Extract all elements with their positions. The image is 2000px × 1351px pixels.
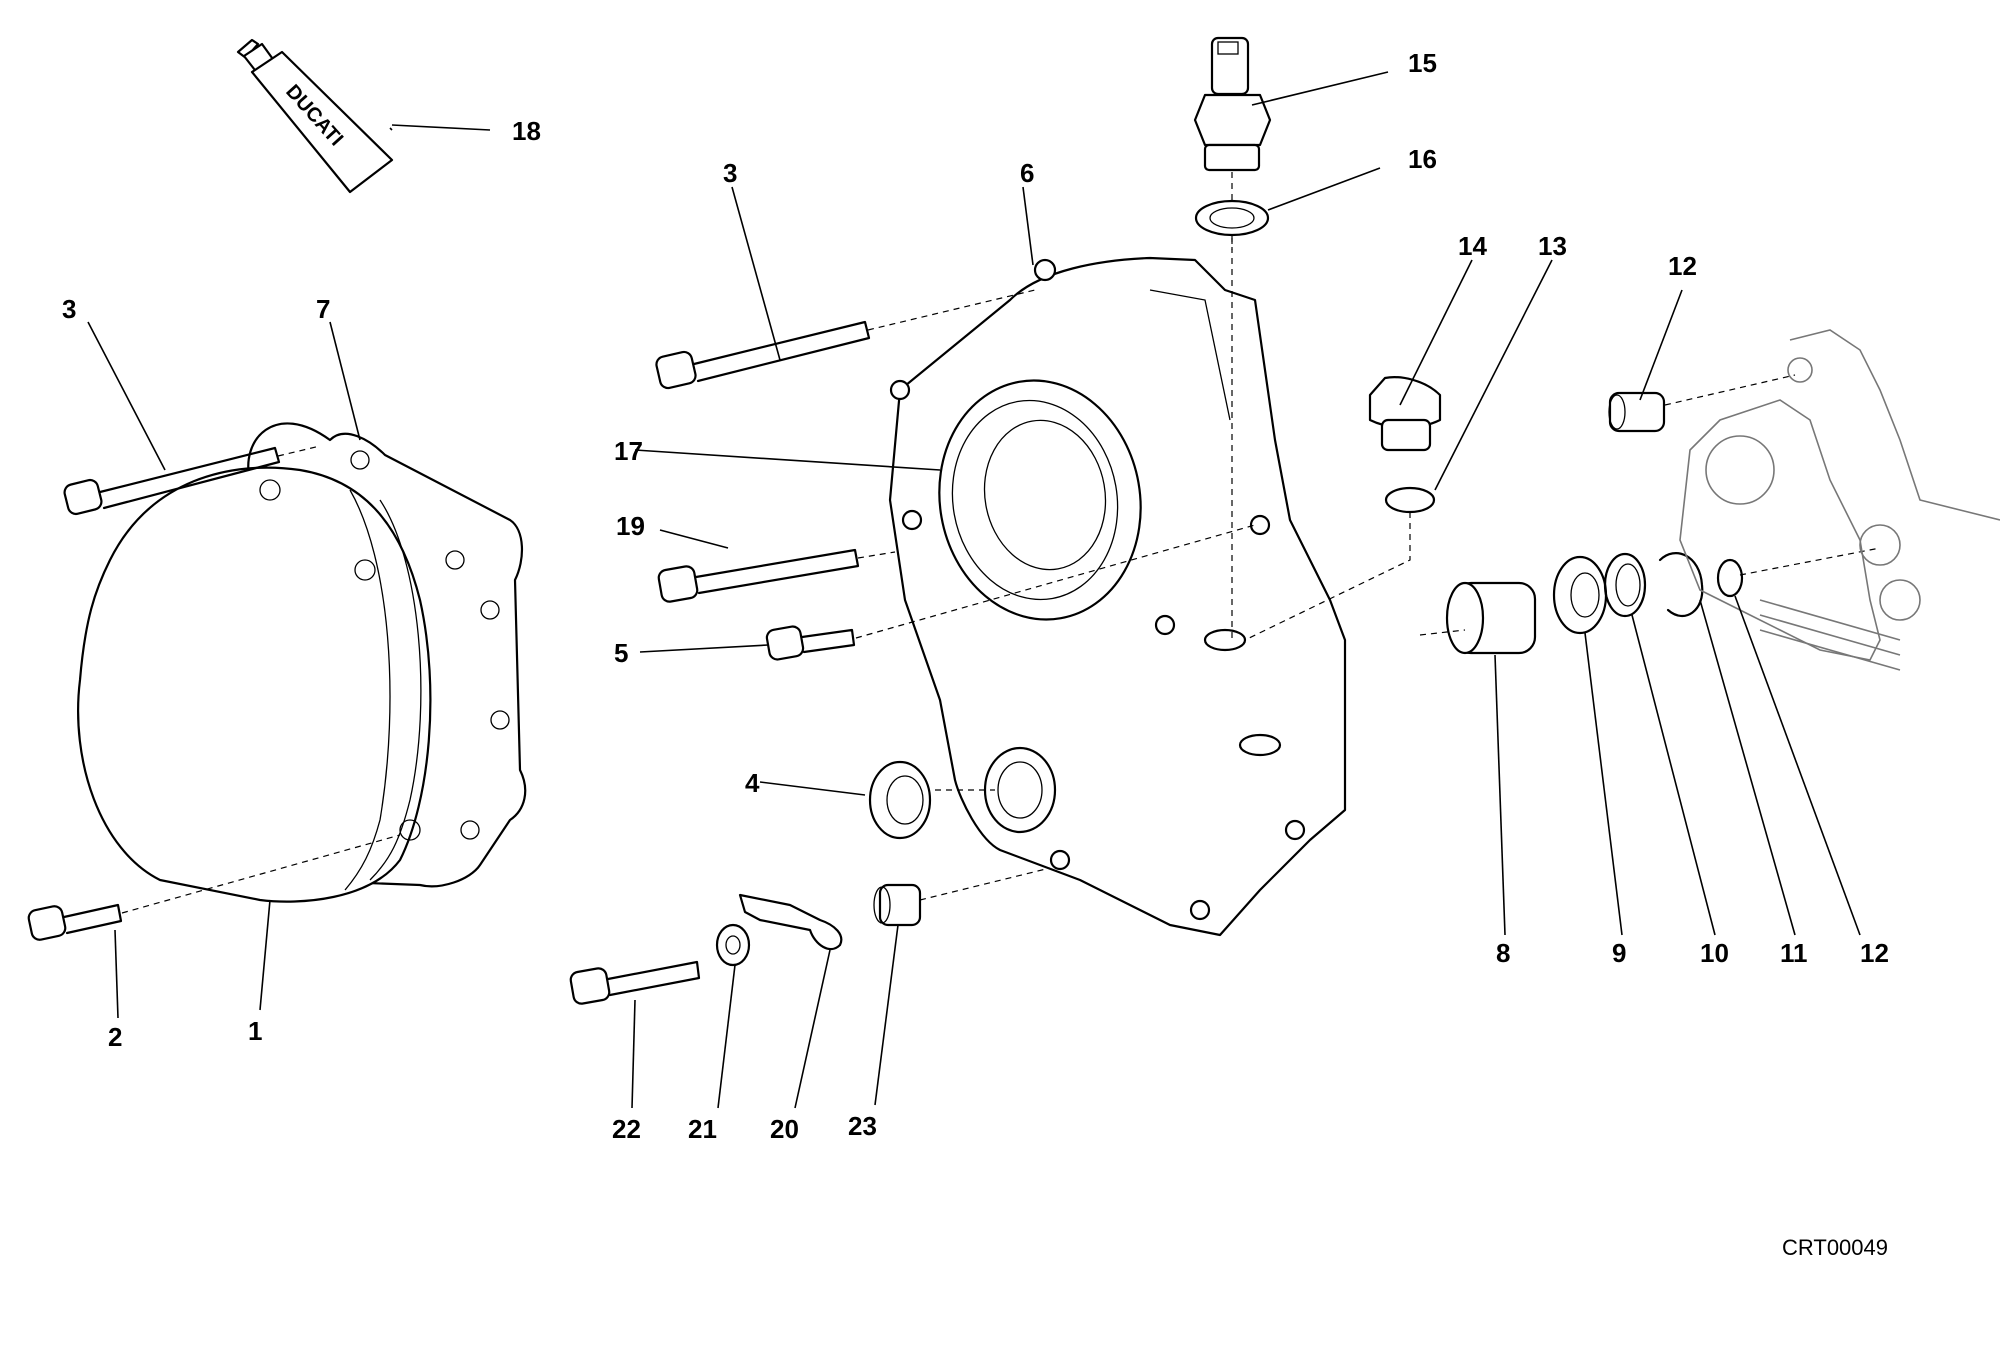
dowel-13	[1608, 374, 1796, 433]
o-ring-14	[1244, 486, 1436, 641]
callout-14: 13	[1538, 231, 1567, 261]
engine-case-outline	[1679, 329, 2000, 671]
clutch-casing	[888, 256, 1347, 937]
leader-lines	[87, 71, 1861, 1109]
callout-15: 14	[1458, 231, 1487, 261]
ring-10	[1603, 552, 1647, 618]
callout-22: 21	[688, 1114, 717, 1144]
callout-4: 4	[745, 768, 760, 798]
washer-22	[715, 923, 751, 967]
callout-21: 20	[770, 1114, 799, 1144]
drawing-code: CRT00049	[1782, 1235, 1888, 1260]
bolt-center-long	[655, 289, 1036, 390]
callout-labels: 18 15 16 14 13 12 3 6 17 19 5 4 3 7 2 1 …	[62, 48, 1889, 1144]
callout-5: 5	[614, 638, 628, 668]
oil-seal	[868, 760, 995, 840]
spring-clip-21	[738, 893, 843, 951]
callout-7: 7	[316, 294, 330, 324]
callout-3-left: 3	[62, 294, 76, 324]
callout-9: 9	[1612, 938, 1626, 968]
callout-6: 6	[1020, 158, 1034, 188]
callout-3-center: 3	[723, 158, 737, 188]
bolt-5	[765, 524, 1256, 661]
circlip-11	[1658, 552, 1704, 617]
o-ring-12	[1716, 547, 1881, 598]
callout-2: 2	[108, 1022, 122, 1052]
callout-20: 19	[616, 511, 645, 541]
bushing-24	[873, 867, 1051, 927]
bushing-8	[1419, 581, 1537, 655]
bolt-23	[569, 960, 701, 1005]
sensor-16	[1193, 36, 1272, 250]
clutch-cover	[77, 466, 432, 903]
callout-12: 12	[1860, 938, 1889, 968]
callout-23: 22	[612, 1114, 641, 1144]
callout-17: 16	[1408, 144, 1437, 174]
callout-11: 11	[1780, 938, 1808, 968]
callout-16: 15	[1408, 48, 1437, 78]
bolt-20	[657, 548, 896, 603]
callout-1: 1	[248, 1016, 262, 1046]
callout-24: 23	[848, 1111, 877, 1141]
callout-18: 17	[614, 436, 643, 466]
washer-17	[1194, 199, 1270, 640]
callout-10: 10	[1700, 938, 1729, 968]
bolt-left-long	[63, 445, 321, 516]
seal-9	[1552, 555, 1608, 635]
bolt-left-short	[27, 834, 401, 941]
sealant-tube: DUCATI	[236, 38, 394, 194]
callout-8: 8	[1496, 938, 1510, 968]
oil-filler-plug	[1368, 376, 1442, 452]
callout-19: 18	[512, 116, 541, 146]
callout-13: 12	[1668, 251, 1697, 281]
